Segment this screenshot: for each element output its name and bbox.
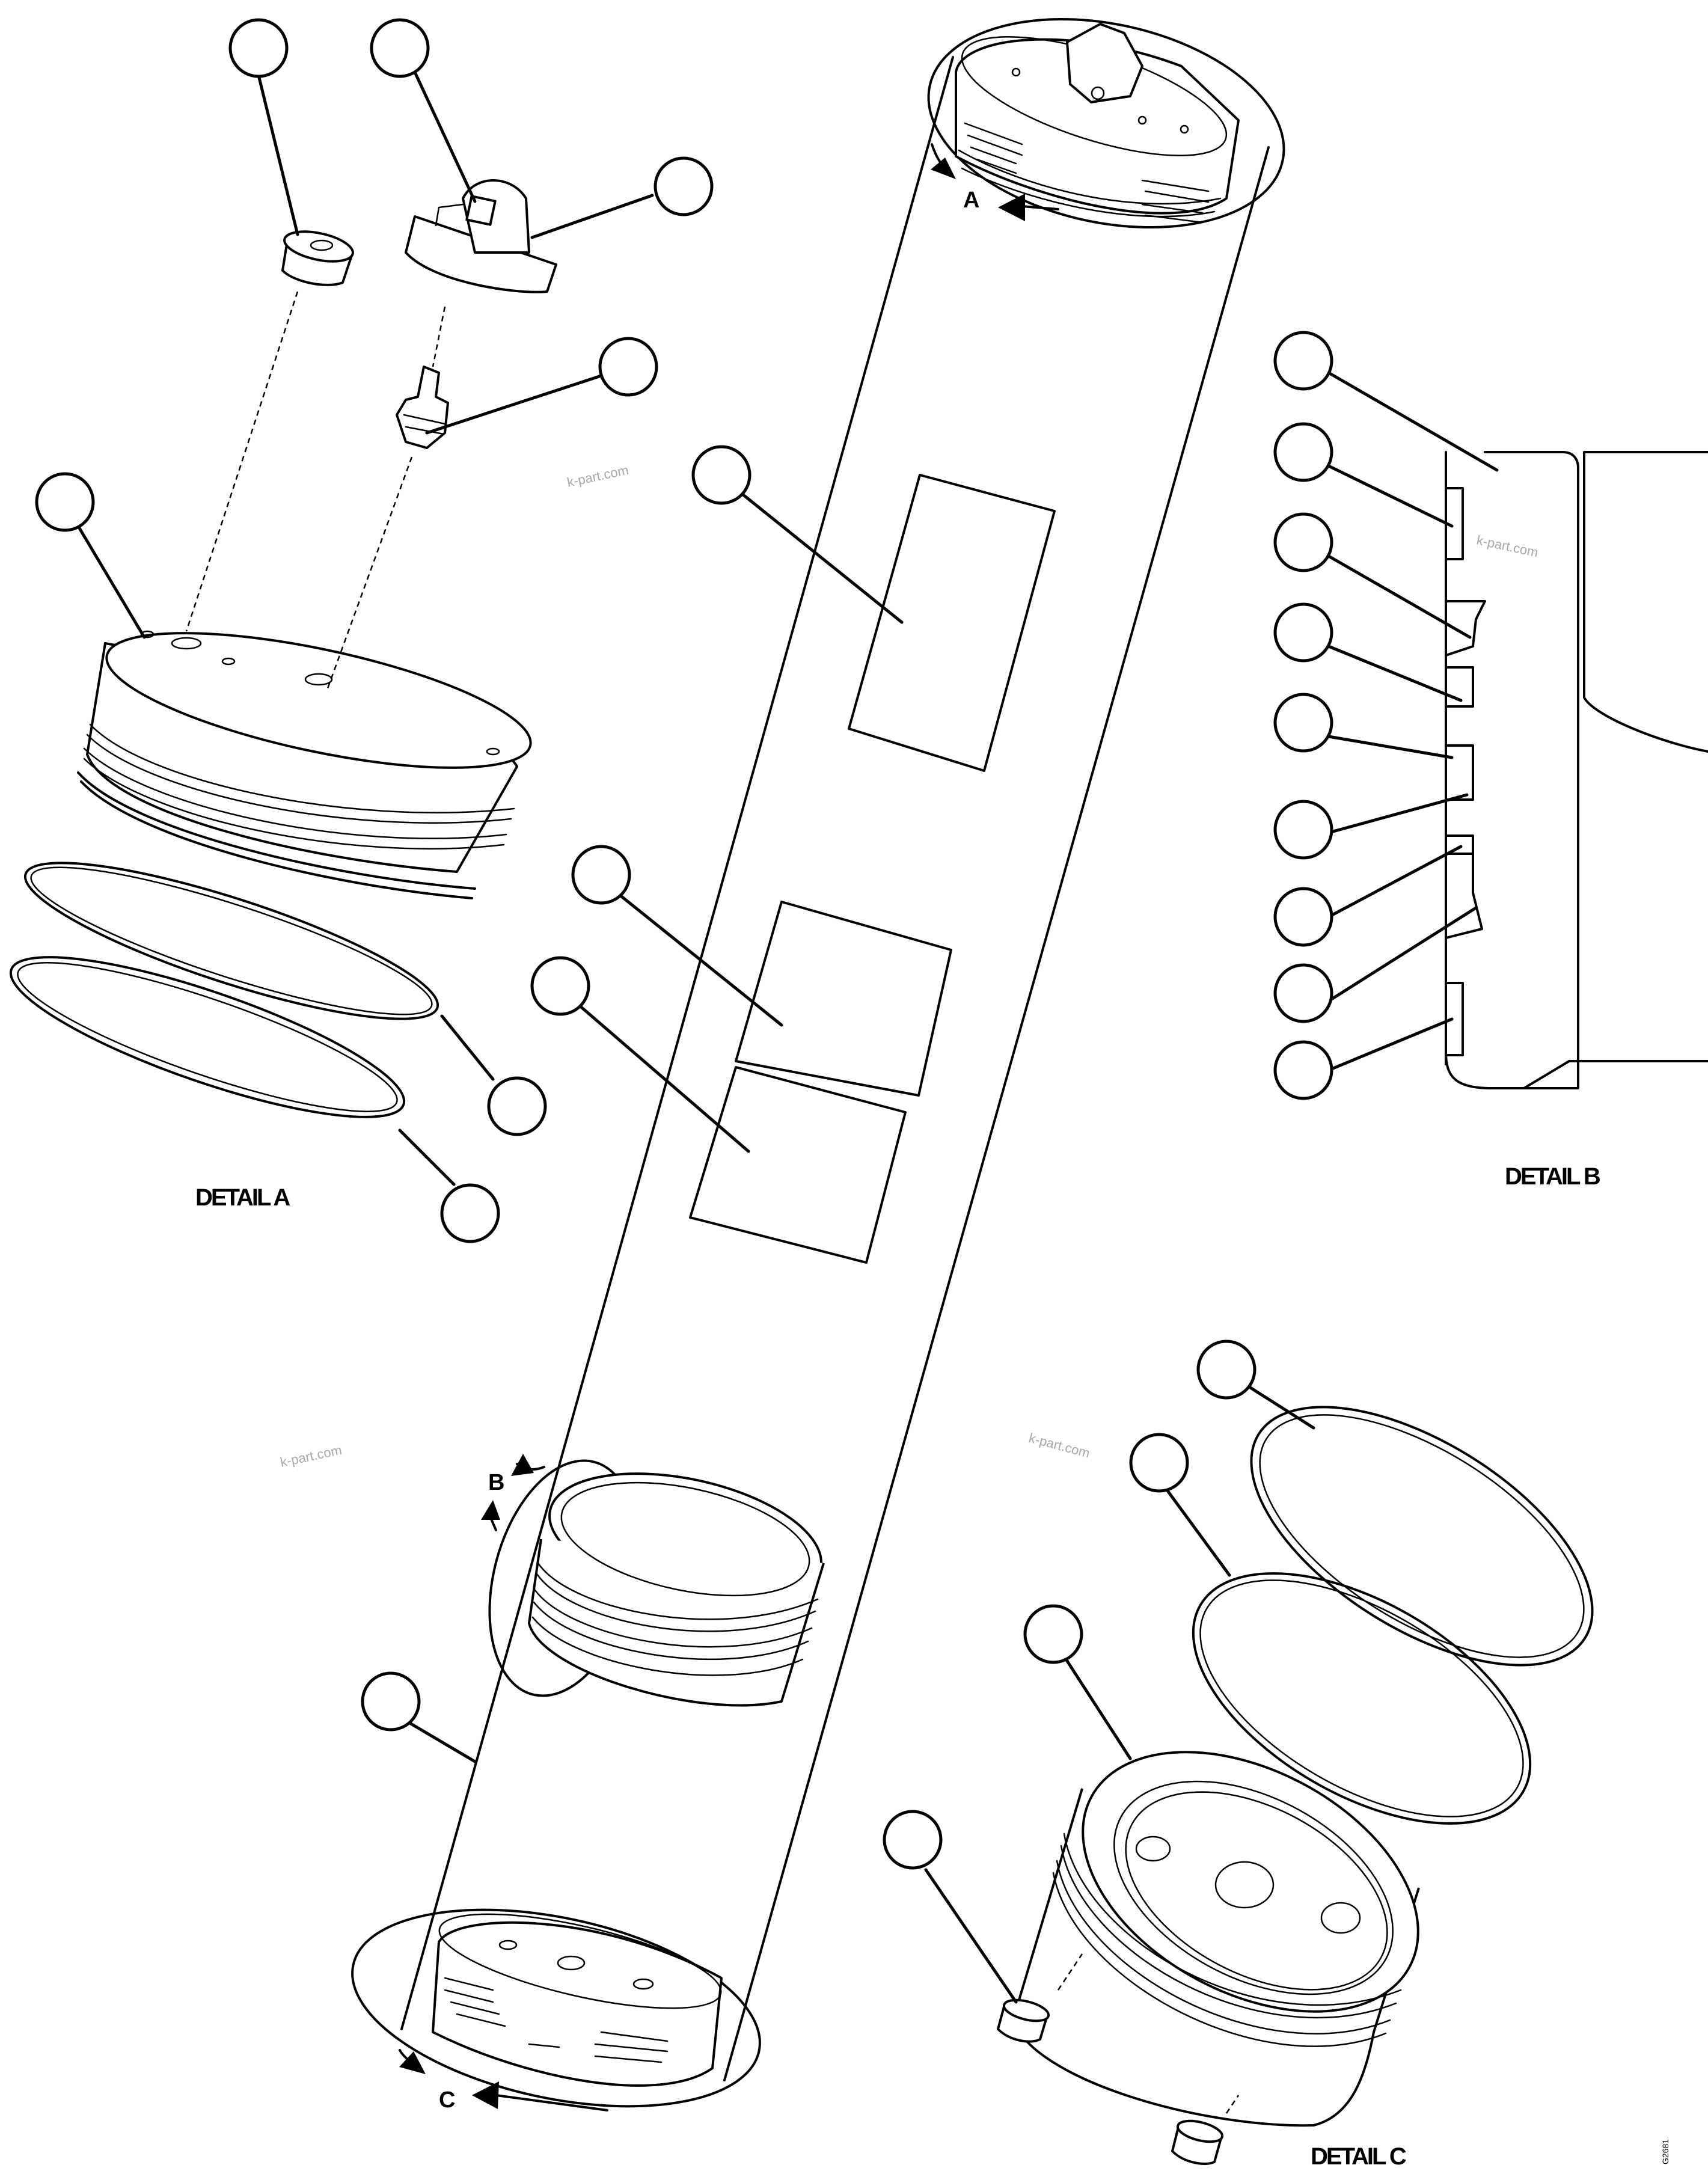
detail-a-callout: A — [927, 17, 1285, 229]
decal-middle — [735, 901, 952, 1097]
marker-c-label: C — [439, 2087, 455, 2113]
detail-a-title: DETAIL A — [195, 1184, 290, 1211]
detail-b-title: DETAIL B — [1505, 1163, 1600, 1190]
cylinder-tube — [400, 56, 1270, 2081]
bleeder-fitting — [326, 306, 449, 689]
watermark-1: k-part.com — [566, 462, 630, 490]
watermark-3: k-part.com — [279, 1442, 343, 1470]
callout-bubbles — [35, 18, 1499, 2004]
plug — [185, 230, 354, 632]
detail-c-title: DETAIL C — [1311, 2143, 1406, 2170]
watermark-4: k-part.com — [1027, 1430, 1092, 1461]
o-ring-c-outer — [1250, 1406, 1594, 1667]
plug-c-1 — [997, 1953, 1083, 2043]
gland — [1012, 1751, 1420, 2127]
detail-b-callout: B — [481, 1454, 825, 1707]
valve-cap — [405, 179, 557, 293]
o-ring-c-inner — [1192, 1572, 1532, 1825]
decal-upper — [848, 474, 1056, 772]
watermark-2: k-part.com — [1475, 532, 1540, 560]
plug-c-2 — [1171, 2095, 1240, 2165]
o-ring-large — [9, 956, 406, 1118]
marker-b-label: B — [488, 1470, 504, 1495]
head-assembly — [77, 630, 532, 899]
drawing-code: G2681 — [1661, 2139, 1670, 2164]
marker-a-label: A — [963, 188, 979, 213]
detail-c-callout: C — [351, 1908, 761, 2113]
o-ring-small — [23, 862, 439, 1020]
decal-lower — [689, 1066, 907, 1264]
